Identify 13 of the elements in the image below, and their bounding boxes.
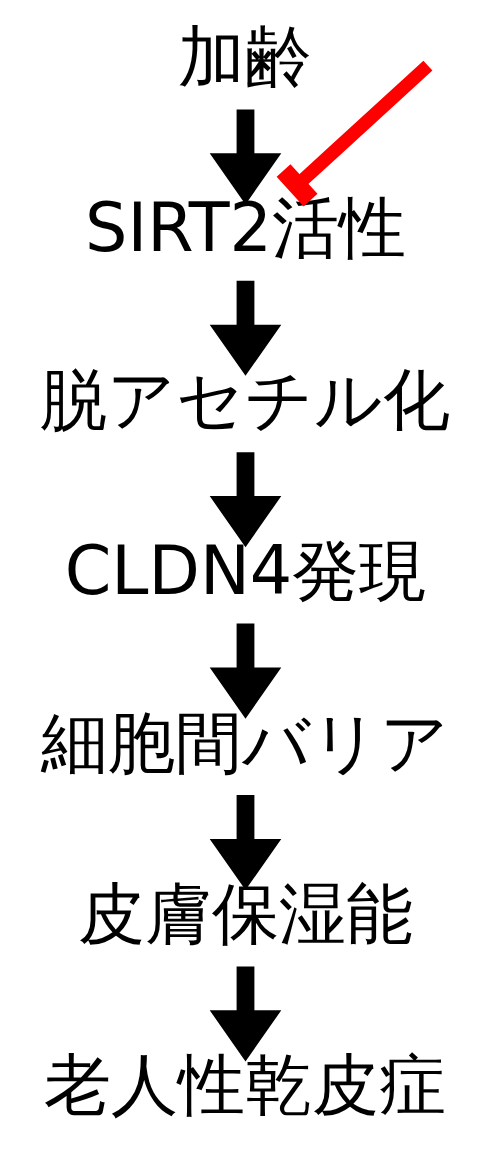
node-text: 細胞間バリア (41, 703, 449, 782)
arrow (209, 623, 281, 719)
node-text: 老人性乾皮症 (44, 1046, 446, 1125)
arrow (209, 452, 281, 548)
arrow (209, 966, 281, 1062)
node-text: 皮膚保湿能 (77, 874, 413, 953)
arrow (209, 109, 281, 205)
node-text: 加齢 (178, 18, 312, 96)
node-text: CLDN4発現 (64, 532, 426, 611)
node-text: 脱アセチル化 (40, 360, 450, 439)
connector (276, 60, 432, 207)
node-text: SIRT2活性 (84, 189, 406, 268)
arrow (209, 280, 281, 376)
